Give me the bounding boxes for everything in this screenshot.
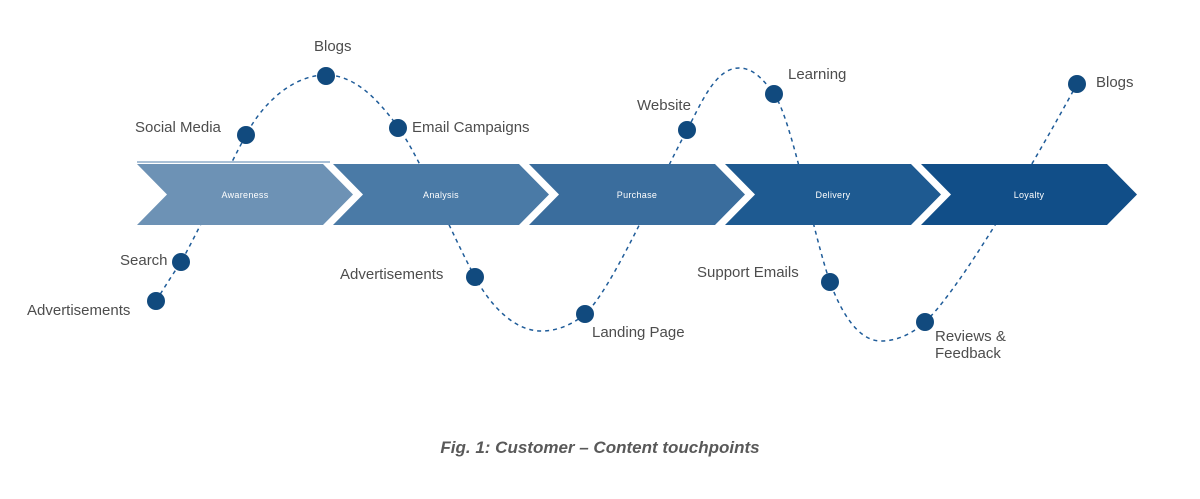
touchpoint-dot-social-media [237,126,255,144]
touchpoint-label-social-media: Social Media [135,119,221,136]
awareness-chevron-highlight-line [137,161,330,163]
touchpoint-dot-blogs-1 [317,67,335,85]
touchpoint-label-search: Search [120,252,168,269]
touchpoint-dot-landing-page [576,305,594,323]
figure-caption: Fig. 1: Customer – Content touchpoints [440,438,760,457]
touchpoint-label-advertisements-2: Advertisements [340,266,444,283]
stage-label-awareness: Awareness [221,189,269,200]
stage-chevron-loyalty: Loyalty [921,164,1137,225]
touchpoint-label-landing-page: Landing Page [592,324,685,341]
touchpoint-label-blogs-2: Blogs [1096,74,1134,91]
touchpoint-dot-blogs-2 [1068,75,1086,93]
stage-chevron-purchase: Purchase [529,164,745,225]
touchpoint-dot-email-campaigns [389,119,407,137]
touchpoint-dot-reviews-feedback [916,313,934,331]
touchpoint-label-email-campaigns: Email Campaigns [412,119,530,136]
touchpoint-label-website: Website [637,97,691,114]
stage-chevron-awareness: Awareness [137,164,353,225]
touchpoint-label-support-emails: Support Emails [697,264,799,281]
touchpoint-label-blogs-1: Blogs [314,38,352,55]
touchpoint-dot-website [678,121,696,139]
touchpoint-label-advertisements-1: Advertisements [27,302,131,319]
touchpoint-dot-advertisements-2 [466,268,484,286]
touchpoint-dot-search [172,253,190,271]
stage-label-loyalty: Loyalty [1013,189,1045,200]
stage-chevron-delivery: Delivery [725,164,941,225]
stage-label-delivery: Delivery [815,189,851,200]
touchpoint-dot-advertisements-1 [147,292,165,310]
stage-label-analysis: Analysis [423,189,459,200]
touchpoint-dot-learning [765,85,783,103]
touchpoint-dot-support-emails [821,273,839,291]
touchpoint-label-learning: Learning [788,66,847,83]
touchpoint-label-reviews-feedback: Reviews & Feedback [935,328,1006,362]
journey-dashed-curve [155,67,1078,342]
stage-chevron-analysis: Analysis [333,164,549,225]
stage-label-purchase: Purchase [616,189,658,200]
